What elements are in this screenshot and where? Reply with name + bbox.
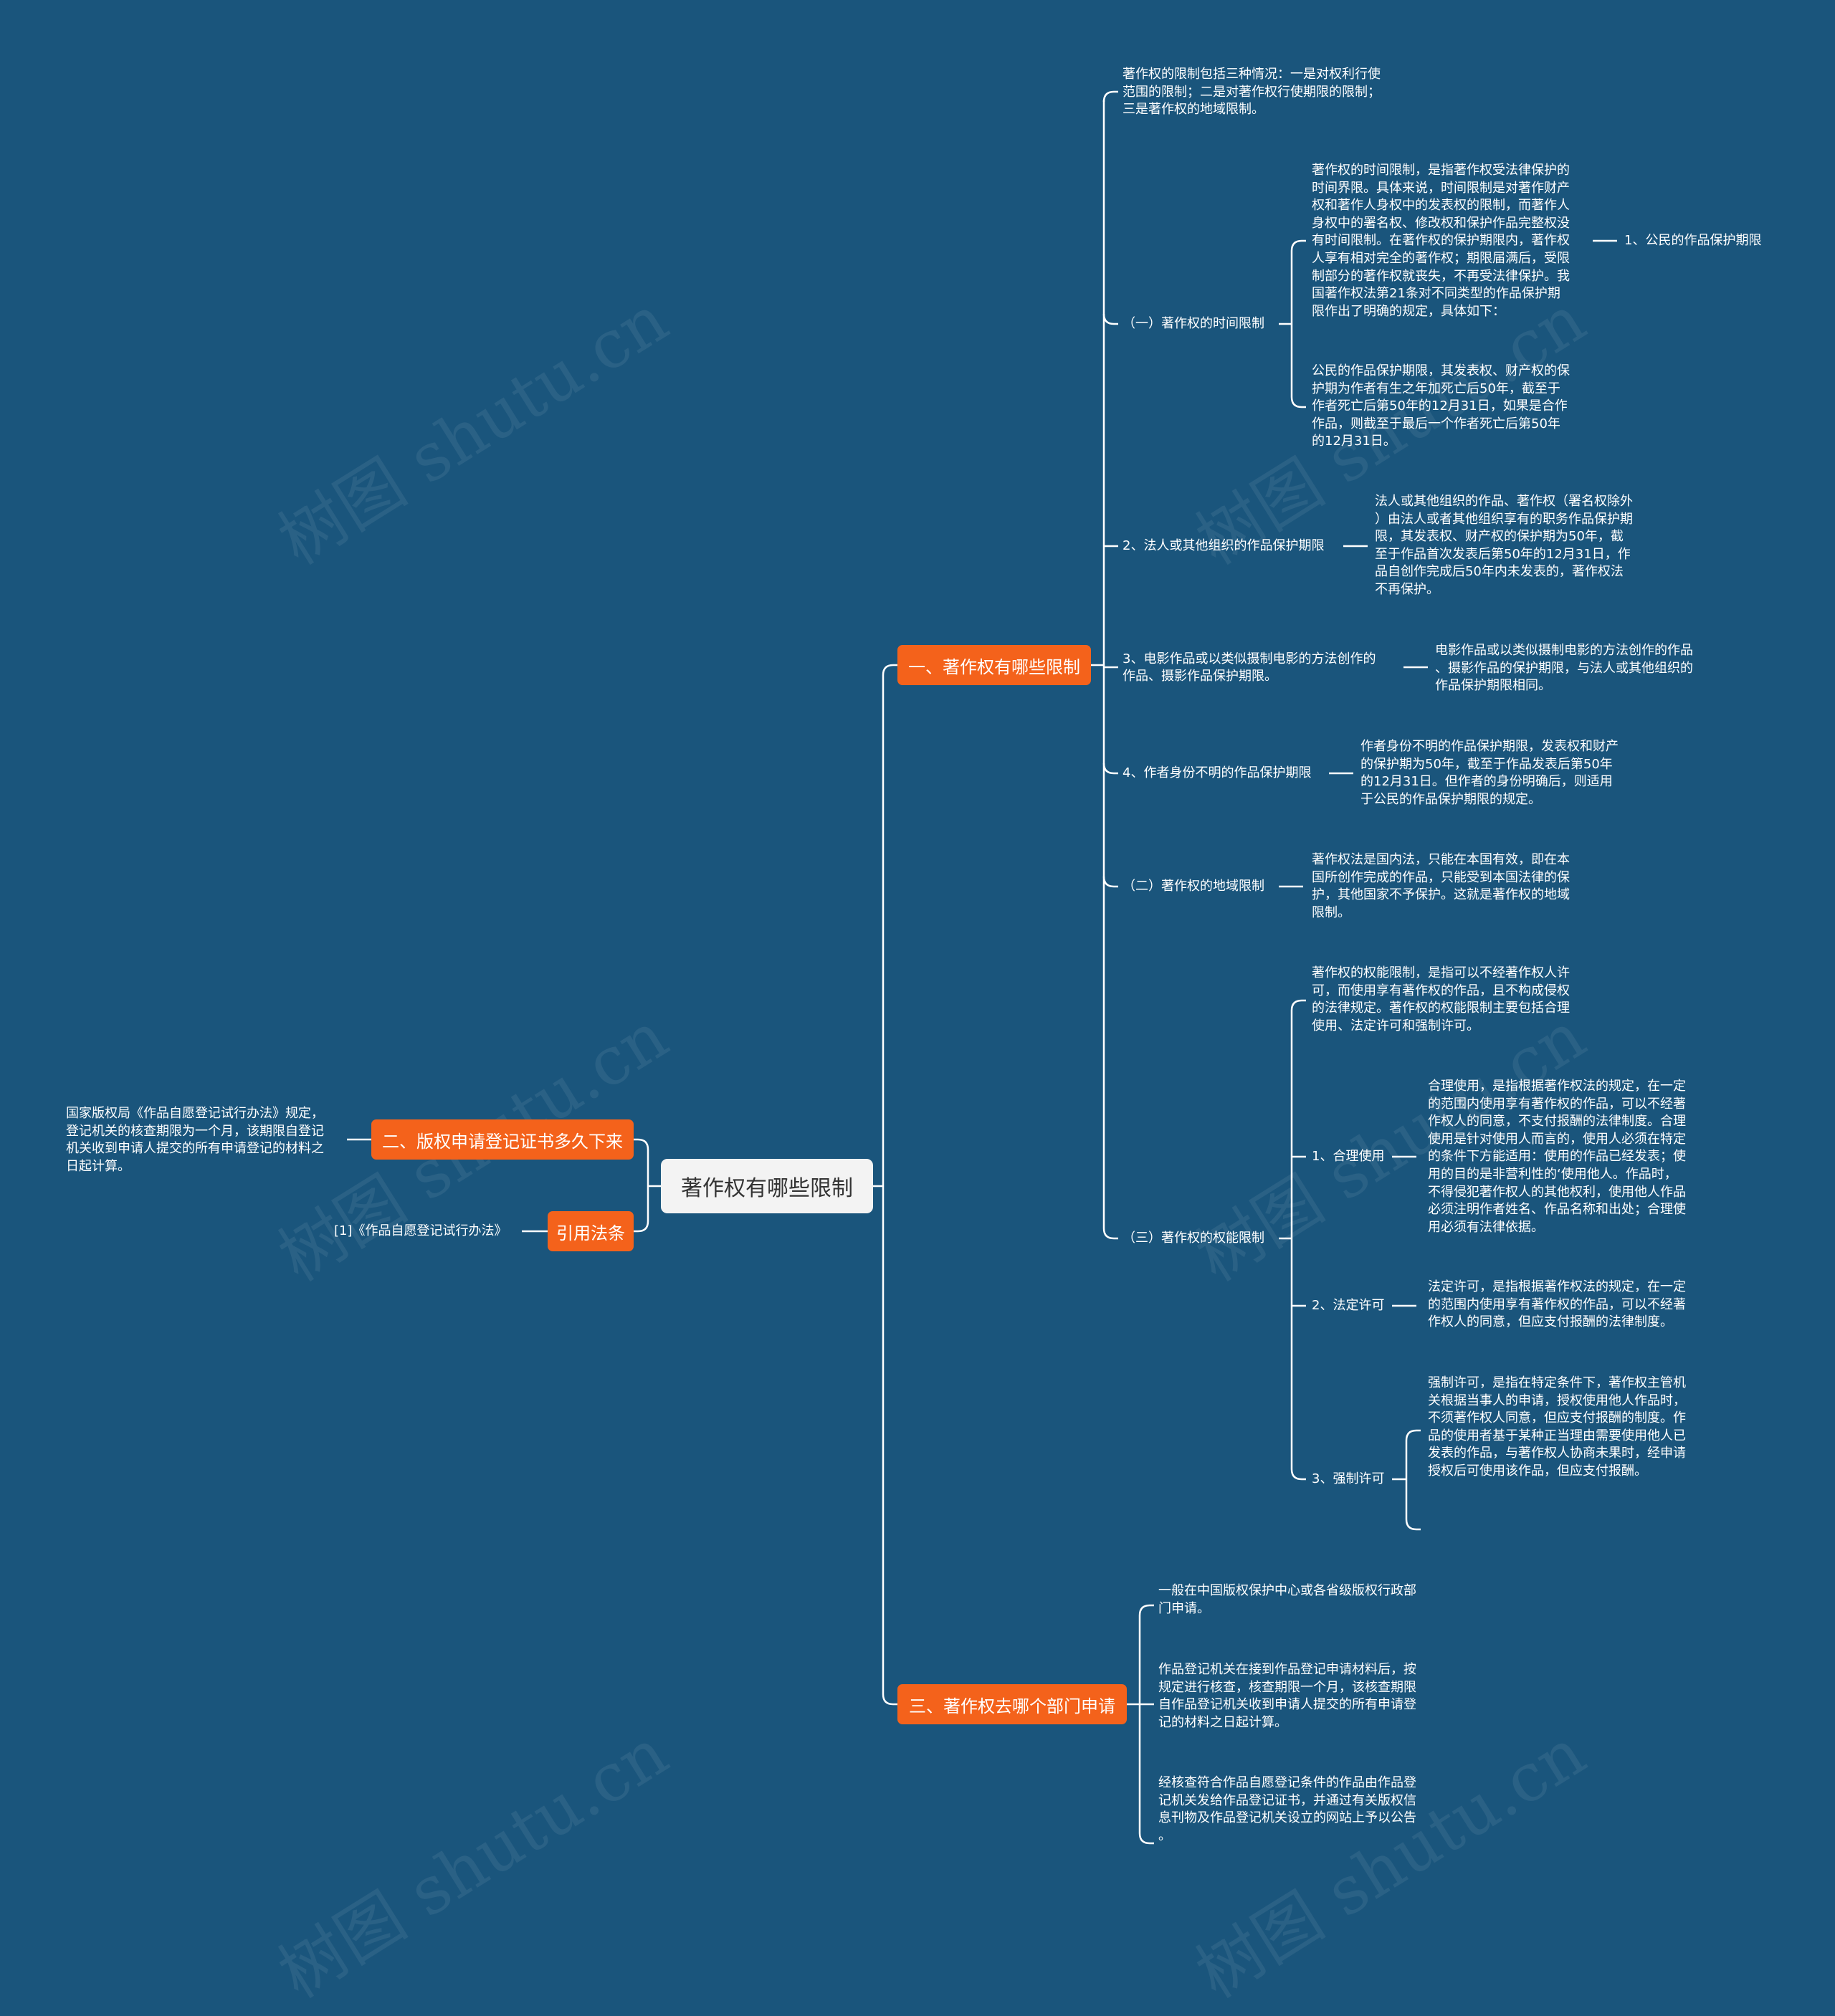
link-root-b3 <box>882 1186 897 1706</box>
time-limit-node[interactable]: （一）著作权的时间限制 <box>1123 316 1264 331</box>
intro-text: 著作权的限制包括三种情况：一是对权利行使 范围的限制；二是对著作权行使期限的限制… <box>1123 67 1381 118</box>
citizen-term-desc: 公民的作品保护期限，其发表权、财产权的保 护期为作者有生之年加死亡后50年，截至… <box>1312 363 1570 449</box>
branch-cited-law[interactable]: 引用法条 <box>548 1211 634 1251</box>
link-root-b2 <box>634 1138 649 1186</box>
legal-person-term-node[interactable]: 2、法人或其他组织的作品保护期限 <box>1123 538 1325 553</box>
film-term-node[interactable]: 3、电影作品或以类似摄制电影的方法创作的 作品、摄影作品保护期限。 <box>1123 651 1376 684</box>
rights-limit-desc: 著作权的权能限制，是指可以不经著作权人许 可，而使用享有著作权的作品，且不构成侵… <box>1312 965 1570 1033</box>
statutory-license-node[interactable]: 2、法定许可 <box>1312 1298 1385 1313</box>
anonymous-term-node[interactable]: 4、作者身份不明的作品保护期限 <box>1123 765 1312 780</box>
statutory-license-desc: 法定许可，是指根据著作权法的规定，在一定 的范围内使用享有著作权的作品，可以不经… <box>1428 1279 1686 1330</box>
compulsory-license-desc: 强制许可，是指在特定条件下，著作权主管机 关根据当事人的申请，授权使用他人作品时… <box>1428 1375 1686 1478</box>
link-b1-time <box>1102 313 1118 325</box>
rights-limit-node[interactable]: （三）著作权的权能限制 <box>1123 1231 1264 1246</box>
fair-use-node[interactable]: 1、合理使用 <box>1312 1149 1385 1164</box>
certificate-timing-desc: 国家版权局《作品自愿登记试行办法》规定， 登记机关的核查期限为一个月，该期限自登… <box>66 1106 324 1174</box>
cited-law-desc: [1]《作品自愿登记试行办法》 <box>334 1223 507 1238</box>
link-time-citizen-desc <box>1290 396 1306 409</box>
link-rights-compulsory <box>1290 1468 1306 1481</box>
branch-copyright-limits[interactable]: 一、著作权有哪些限制 <box>897 645 1091 685</box>
link-time-desc <box>1290 239 1306 252</box>
link-b1-intro <box>1102 90 1118 102</box>
fair-use-desc: 合理使用，是指根据著作权法的规定，在一定 的范围内使用享有著作权的作品，可以不经… <box>1428 1079 1686 1235</box>
link-root-cite <box>634 1186 649 1233</box>
apply-item-3: 经核查符合作品自愿登记条件的作品由作品登 记机关发给作品登记证书，并通过有关版权… <box>1158 1775 1416 1843</box>
territory-desc: 著作权法是国内法，只能在本国有效，即在本 国所创作完成的作品，只能受到本国法律的… <box>1312 852 1570 920</box>
link-root-b1 <box>882 664 897 1186</box>
mind-map-canvas: 树图 shutu.cn 树图 shutu.cn 树图 shutu.cn 树图 s… <box>66 67 1762 2013</box>
link-b3-item3 <box>1138 1833 1154 1845</box>
branch-where-to-apply[interactable]: 三、著作权去哪个部门申请 <box>897 1684 1127 1724</box>
connector-lines <box>347 90 1617 1845</box>
branch-certificate-timing[interactable]: 二、版权申请登记证书多久下来 <box>371 1119 634 1160</box>
anonymous-term-desc: 作者身份不明的作品保护期限，发表权和财产 的保护期为50年，截至于作品发表后第5… <box>1360 739 1619 807</box>
compulsory-license-node[interactable]: 3、强制许可 <box>1312 1471 1385 1486</box>
apply-item-1: 一般在中国版权保护中心或各省级版权行政部 门申请。 <box>1158 1583 1416 1616</box>
legal-person-term-desc: 法人或其他组织的作品、著作权（署名权除外 ）由法人或者其他组织享有的职务作品保护… <box>1375 494 1633 597</box>
apply-item-2: 作品登记机关在接到作品登记申请材料后，按 规定进行核查，核查期限一个月，该核查期… <box>1158 1662 1416 1730</box>
root-node[interactable]: 著作权有哪些限制 <box>661 1159 873 1213</box>
film-term-desc: 电影作品或以类似摄制电影的方法创作的作品 、摄影作品的保护期限，与法人或其他组织… <box>1435 643 1693 694</box>
citizen-term-node[interactable]: 1、公民的作品保护期限 <box>1624 233 1762 248</box>
link-compulsory-desc <box>1405 1429 1421 1441</box>
link-b1-anon <box>1102 763 1118 775</box>
link-b3-item1 <box>1138 1604 1154 1616</box>
link-compulsory-empty <box>1405 1519 1421 1531</box>
time-limit-desc: 著作权的时间限制，是指著作权受法律保护的 时间界限。具体来说，时间限制是对著作财… <box>1312 163 1570 319</box>
link-rights-desc <box>1290 999 1306 1011</box>
territory-node[interactable]: （二）著作权的地域限制 <box>1123 879 1264 894</box>
link-b1-rights <box>1102 1228 1118 1240</box>
link-b1-territory <box>1102 876 1118 888</box>
